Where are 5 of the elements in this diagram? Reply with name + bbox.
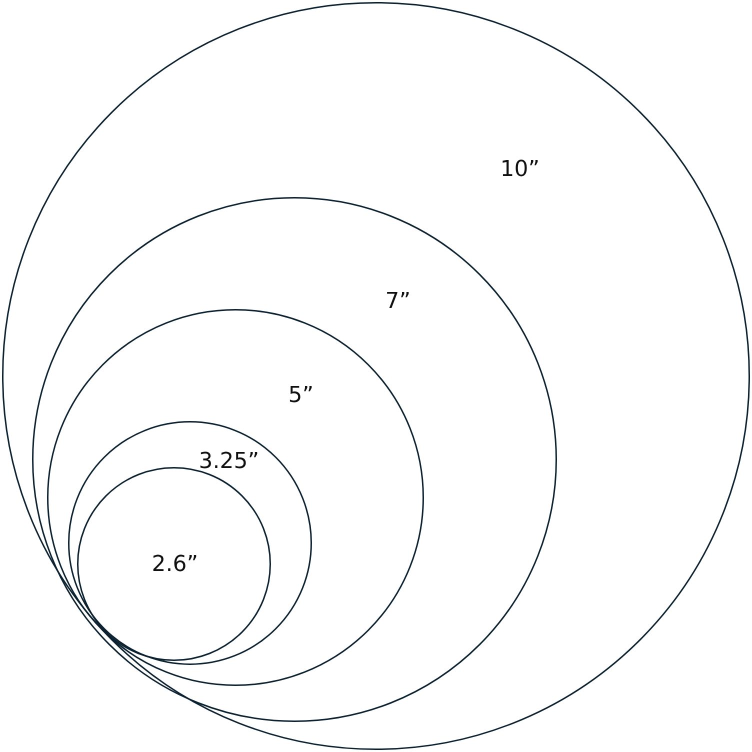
size-label: 10” (500, 159, 540, 181)
size-label: 2.6” (152, 554, 198, 576)
size-label: 5” (288, 385, 314, 407)
size-label: 7” (385, 291, 411, 313)
size-label: 3.25” (198, 451, 260, 473)
